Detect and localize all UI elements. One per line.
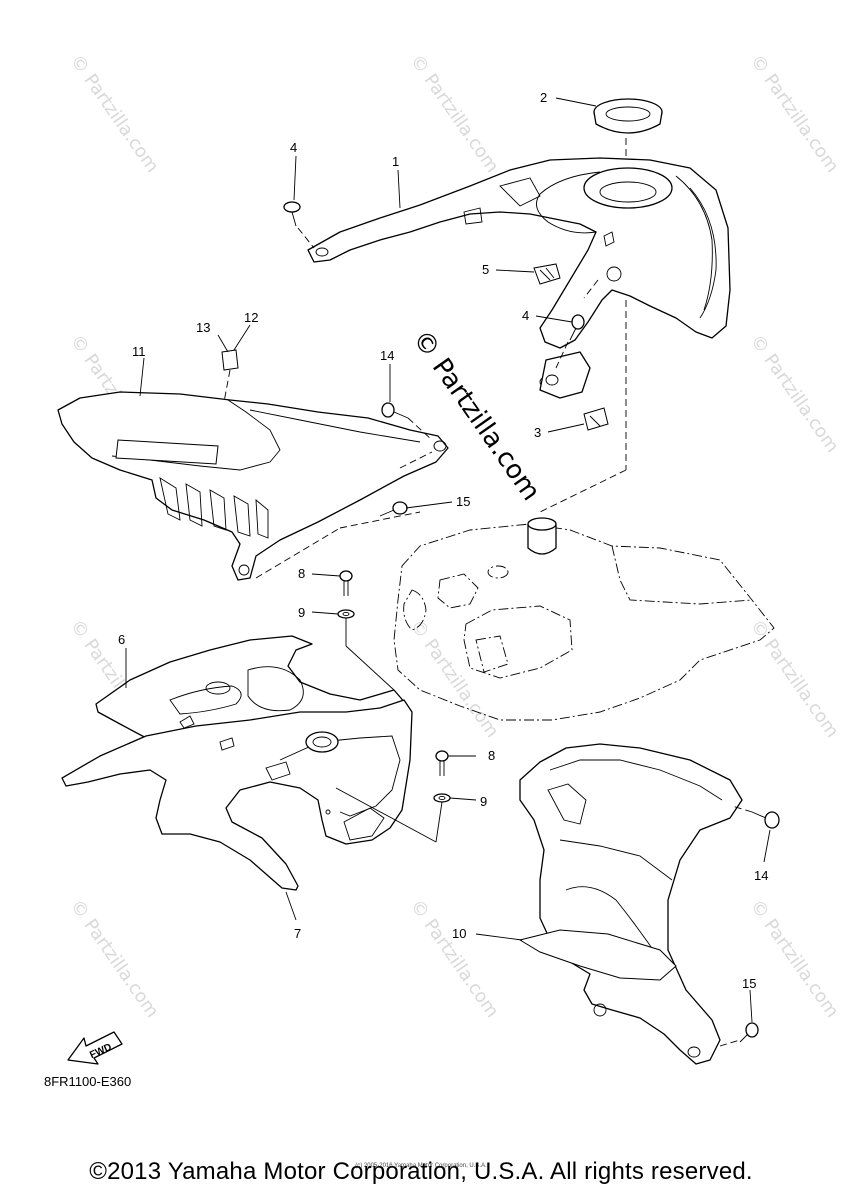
part-14-bolt [381,402,433,441]
diagram-code: 8FR1100-E360 [44,1074,132,1089]
callout-9: 9 [298,605,305,620]
callout-9: 9 [480,794,487,809]
callout-8: 8 [488,748,495,763]
part-7-panel [61,699,413,891]
callout-6: 6 [118,632,125,647]
callout-12: 12 [244,310,258,325]
callout-1: 1 [392,154,399,169]
callout-14: 14 [380,348,394,363]
watermark: © Partzilla.com [66,896,163,1022]
watermark: © Partzilla.com [66,51,163,177]
watermark: © Partzilla.com [406,51,503,177]
part-9-washer [337,609,395,691]
part-15-bolt [379,501,408,517]
callout-labels: 1 2 3 4 4 5 6 7 8 8 9 9 10 11 12 13 14 1… [118,90,768,991]
watermark: © Partzilla.com [406,896,503,1022]
part-5-clip [533,263,561,285]
watermark: © Partzilla.com [746,331,842,457]
callout-15: 15 [742,976,756,991]
copyright-footer: ©2013 Yamaha Motor Corporation, U.S.A. A… [89,1158,753,1185]
watermark: © Partzilla.com [746,896,842,1022]
part-4-bolt [283,201,315,249]
forward-direction-arrow-icon: FWD [67,1031,123,1065]
part-15-bolt [739,1022,759,1043]
watermark-center: © Partzilla.com [406,325,546,507]
callout-3: 3 [534,425,541,440]
part-8-bolt [339,570,353,596]
small-copyright-notice: (c) 2005-2016 Yamaha Motor Corporation, … [355,1163,487,1169]
part-14-bolt [731,805,780,829]
part-3-clip [583,407,609,431]
callout-2: 2 [540,90,547,105]
callout-7: 7 [294,926,301,941]
callout-4: 4 [290,140,297,155]
callout-4: 4 [522,308,529,323]
part-2-grommet [593,98,663,190]
callout-10: 10 [452,926,466,941]
watermark: © Partzilla.com [406,616,503,742]
watermark: © Partzilla.com [746,616,842,742]
part-10-side-cover [518,743,743,1065]
callout-14: 14 [754,868,768,883]
leader-lines [125,97,771,1023]
part-1-tank-cover [307,157,731,513]
callout-11: 11 [132,344,146,359]
callout-15: 15 [456,494,470,509]
callout-8: 8 [298,566,305,581]
watermark: © Partzilla.com [746,51,842,177]
part-11-side-cover [57,349,449,581]
part-9-washer [335,787,451,843]
callout-13: 13 [196,320,210,335]
callout-5: 5 [482,262,489,277]
part-8-bolt [435,750,449,776]
fuel-tank-outline [393,517,775,721]
